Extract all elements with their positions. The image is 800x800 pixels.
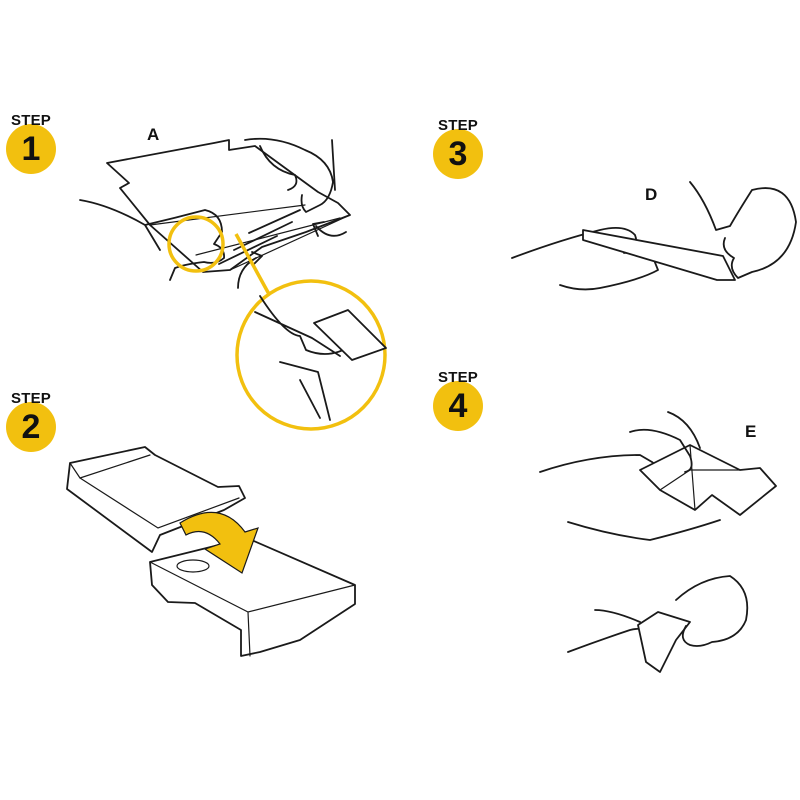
open-tray (66, 446, 246, 553)
panel-label-e: E (745, 422, 757, 441)
panel-label-a: A (147, 125, 160, 144)
folded-strip (582, 229, 736, 281)
flat-sheet (106, 139, 351, 273)
step-4-number: 4 (448, 387, 468, 425)
step-3-label: STEP (438, 117, 478, 134)
step-4-disc: 4 (433, 381, 483, 431)
step-3-badge: STEP 3 (428, 118, 488, 179)
step-4-badge: STEP 4 (428, 370, 488, 431)
step-1-label: STEP (11, 112, 51, 129)
step-2-badge: STEP 2 (1, 391, 61, 452)
right-hand-e (629, 411, 701, 473)
step-1-disc: 1 (6, 124, 56, 174)
step-2-disc: 2 (6, 402, 56, 452)
panel-label-d: D (645, 185, 658, 204)
flip-arrow (179, 511, 259, 574)
panel-a-detail (234, 233, 387, 431)
panel-a-illustration (79, 137, 351, 289)
fold-arrow-right (315, 225, 347, 237)
tray-base (149, 537, 356, 657)
step-3-disc: 3 (433, 129, 483, 179)
step-2-number: 2 (21, 408, 41, 446)
step-1-number: 1 (21, 130, 41, 168)
panel-d-illustration (511, 181, 797, 291)
step-1-badge: STEP 1 (1, 113, 61, 174)
thumb-hole (176, 559, 210, 573)
right-hand-e2 (675, 575, 749, 647)
small-box (637, 611, 691, 673)
right-hand-d (689, 181, 797, 279)
detail-ring-small (167, 215, 225, 273)
box-corner (639, 444, 777, 516)
step-3-number: 3 (448, 135, 468, 173)
fold-arrow-left (237, 257, 257, 289)
right-hand-a (244, 137, 336, 213)
panel-e-illustration (539, 411, 777, 673)
left-hand-a (79, 199, 225, 281)
step-4-label: STEP (438, 369, 478, 386)
panel-2-illustration (66, 446, 356, 657)
step-2-label: STEP (11, 390, 51, 407)
